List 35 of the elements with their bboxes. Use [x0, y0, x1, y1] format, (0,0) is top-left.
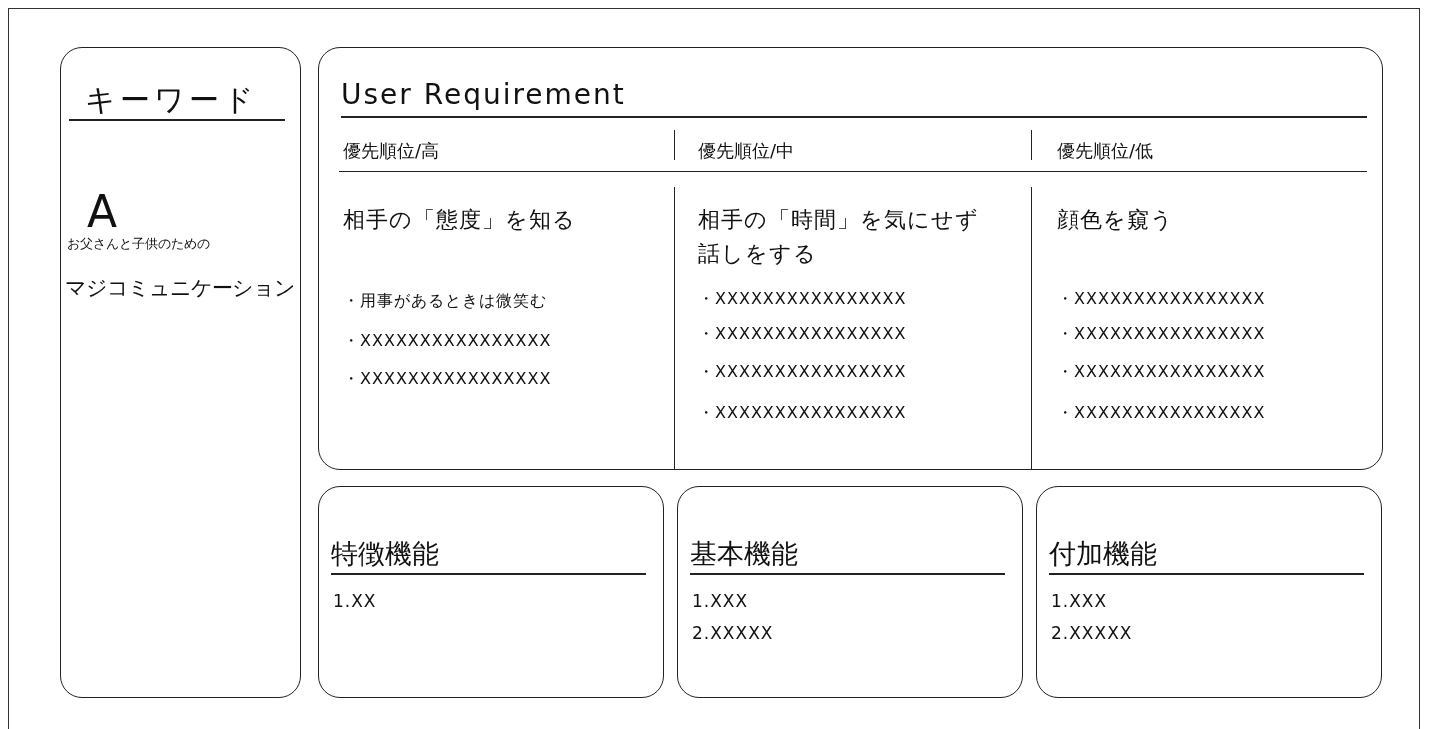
bullet-item: ・XXXXXXXXXXXXXXXX	[698, 403, 907, 423]
bullet-item: ・XXXXXXXXXXXXXXXX	[1057, 289, 1266, 309]
bullet-item: ・XXXXXXXXXXXXXXXX	[343, 331, 552, 351]
list-item: 1.XXX	[1051, 591, 1108, 612]
bullet-item: ・XXXXXXXXXXXXXXXX	[1057, 362, 1266, 382]
bullet-item: ・用事があるときは微笑む	[343, 291, 547, 311]
panel-heading: 特徴機能	[331, 535, 646, 575]
panel-heading: キーワード	[69, 81, 285, 121]
bullet-item: ・XXXXXXXXXXXXXXXX	[698, 289, 907, 309]
list-item: 2.XXXXX	[1051, 623, 1133, 644]
column-heading: 相手の「時間」を気にせず話しをする	[698, 206, 980, 268]
list-item: 1.XX	[333, 591, 377, 612]
panel-heading: 付加機能	[1049, 535, 1364, 575]
column-heading: 顔色を窺う	[1057, 206, 1175, 234]
column-header: 優先順位/中	[698, 140, 795, 162]
panel-heading: 基本機能	[690, 535, 1005, 575]
column-heading: 相手の「態度」を知る	[343, 206, 577, 234]
rounded-panel	[318, 47, 1383, 470]
column-header: 優先順位/低	[1057, 140, 1154, 162]
bullet-item: ・XXXXXXXXXXXXXXXX	[1057, 403, 1266, 423]
bullet-item: ・XXXXXXXXXXXXXXXX	[1057, 324, 1266, 344]
panel-heading: User Requirement	[341, 78, 1367, 118]
list-item: 1.XXX	[692, 591, 749, 612]
rounded-panel	[677, 486, 1023, 698]
bullet-item: ・XXXXXXXXXXXXXXXX	[698, 362, 907, 382]
rounded-panel	[60, 47, 301, 698]
rounded-panel	[1036, 486, 1382, 698]
column-header: 優先順位/高	[343, 140, 440, 162]
list-item: 2.XXXXX	[692, 623, 774, 644]
keyword-letter: A	[87, 186, 118, 237]
keyword-subtitle: お父さんと子供のための	[67, 236, 210, 252]
rounded-panel	[318, 486, 664, 698]
bullet-item: ・XXXXXXXXXXXXXXXX	[698, 324, 907, 344]
keyword-title: マジコミュニケーション	[65, 276, 295, 302]
bullet-item: ・XXXXXXXXXXXXXXXX	[343, 369, 552, 389]
